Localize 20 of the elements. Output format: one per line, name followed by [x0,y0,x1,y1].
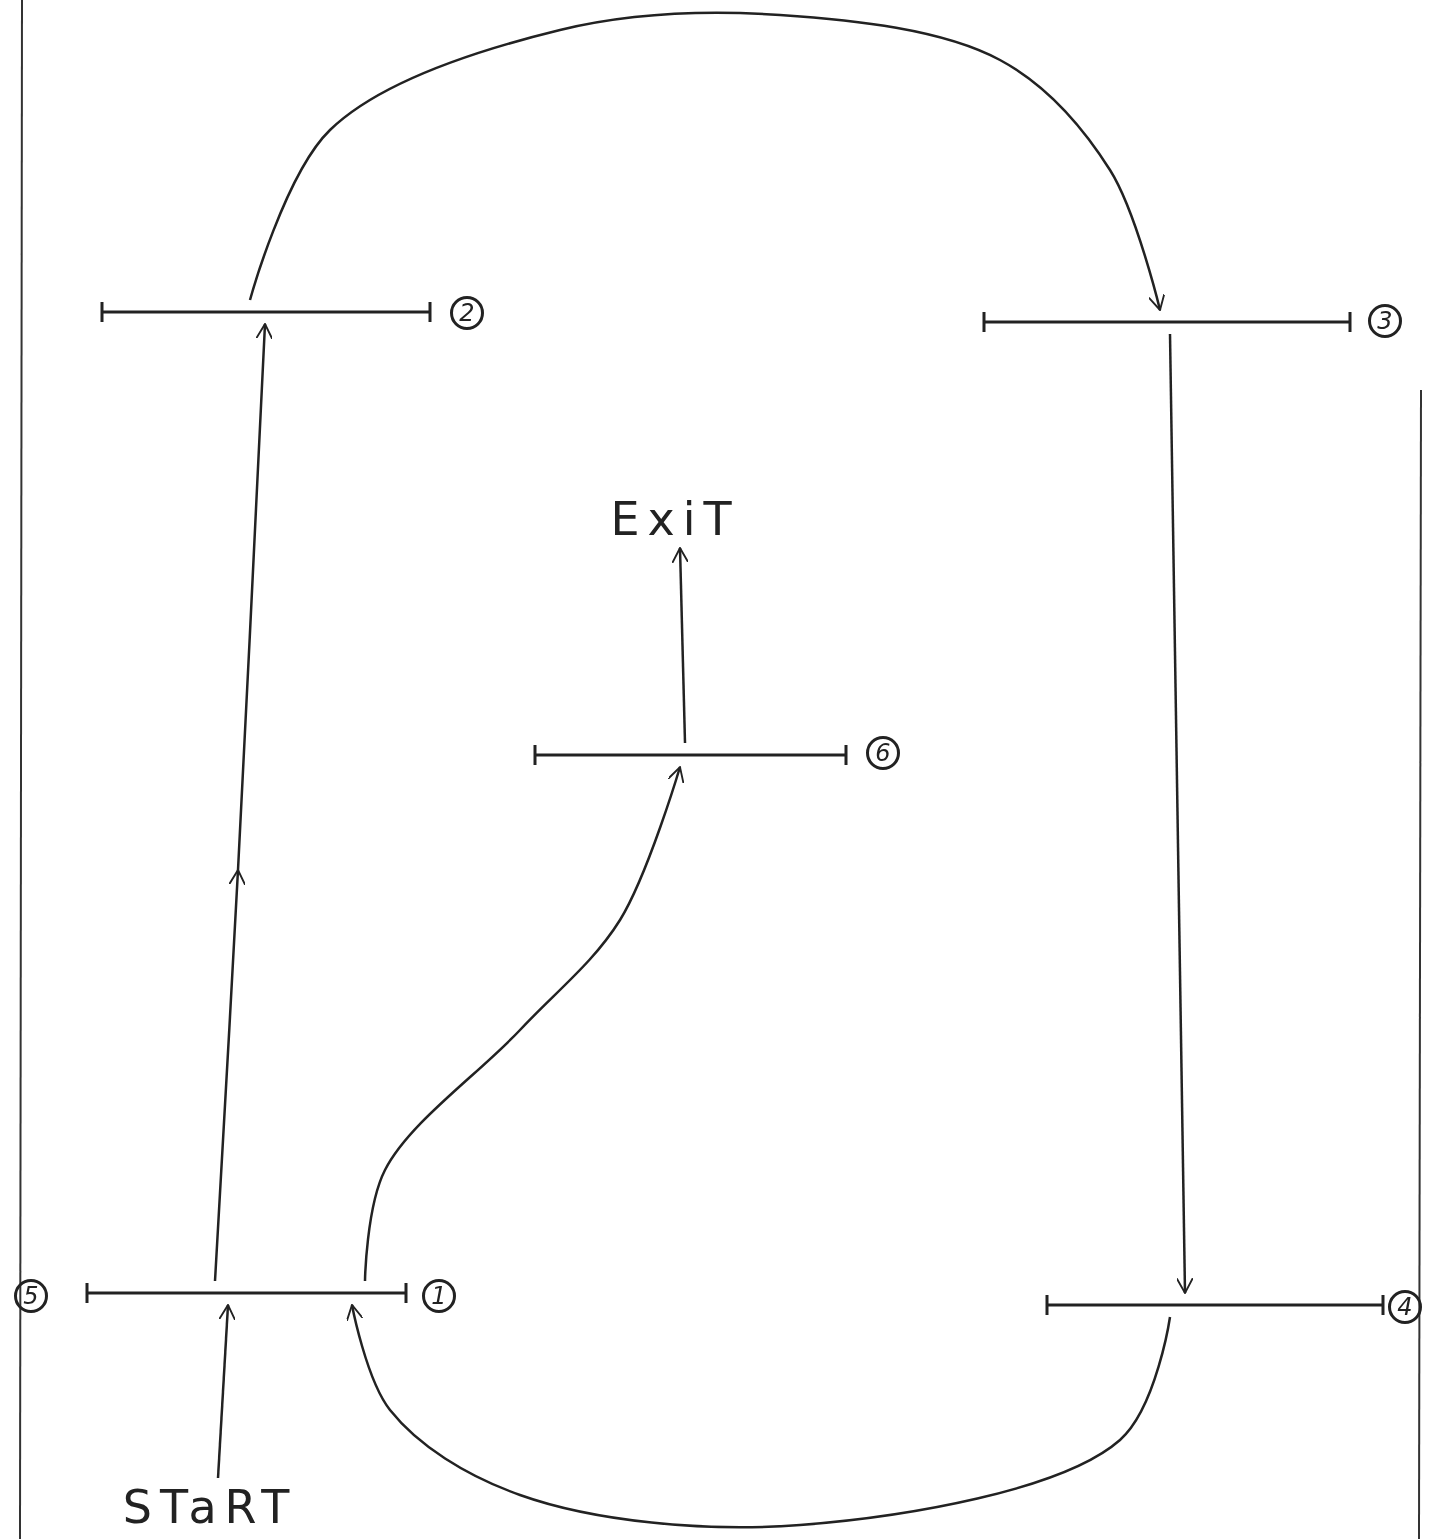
flow-label: STaRT [110,1478,310,1536]
circled-number: 3 [1368,304,1402,338]
circled-number: 5 [14,1279,48,1313]
circled-number: 2 [450,296,484,330]
circled-number: 6 [866,736,900,770]
timeline-bar [1045,1293,1385,1317]
arrow [216,1304,237,1479]
circled-number: 4 [1388,1290,1422,1324]
arrow [671,547,690,744]
arrow [363,766,685,1282]
timeline-bar [982,310,1352,334]
circled-number: 1 [422,1279,456,1313]
arrow [213,323,272,1282]
timeline-bar [533,743,848,767]
arrow [1168,334,1194,1294]
arrow [346,1304,1172,1529]
flow-label: ExiT [600,490,750,548]
timeline-bar [85,1281,408,1305]
timeline-bar [100,300,432,324]
arrow [248,11,1166,311]
